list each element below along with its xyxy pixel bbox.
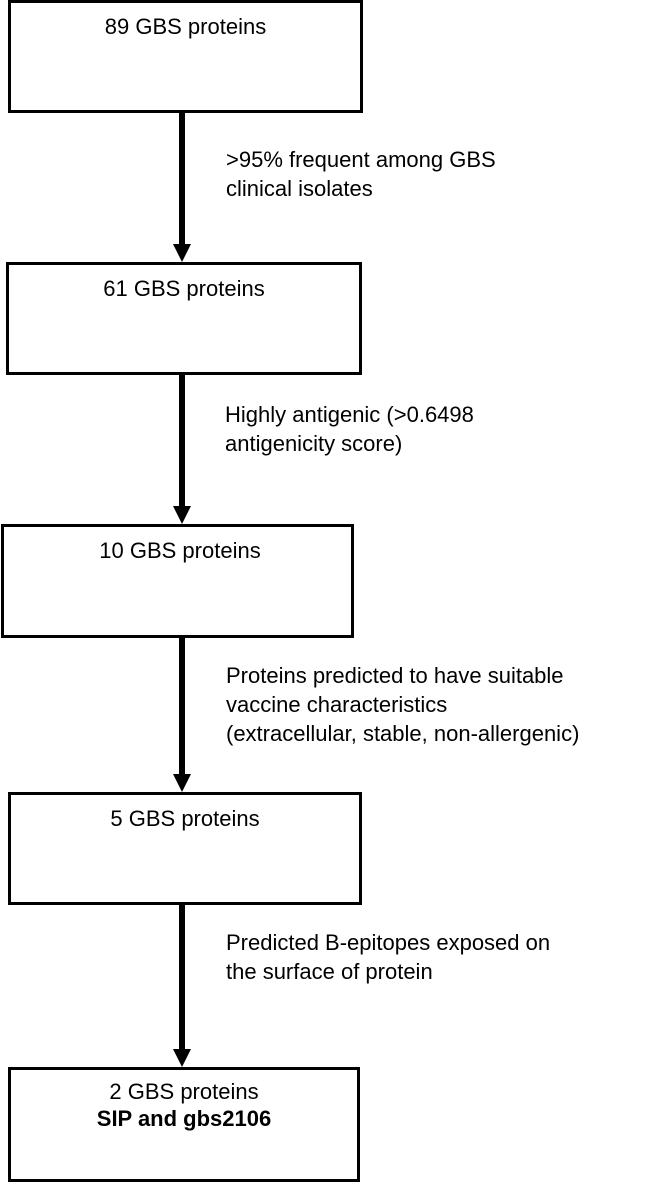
arrow-head-2 [173,506,191,524]
down-arrow-icon-3 [166,638,198,792]
flow-node-61-label: 61 GBS proteins [103,276,265,301]
flow-node-10-label: 10 GBS proteins [99,538,261,563]
flow-node-2-text-block: 2 GBS proteins SIP and gbs2106 [11,1078,357,1132]
arrow-shaft-4 [179,905,185,1049]
flow-node-89-label: 89 GBS proteins [104,14,267,39]
arrow-head-4 [173,1049,191,1067]
arrow-shaft-2 [179,375,185,506]
flow-node-61-gbs-proteins: 61 GBS proteins [6,262,362,375]
flow-node-5-label: 5 GBS proteins [110,806,260,831]
down-arrow-icon-1 [166,113,198,262]
edge-label-1: >95% frequent among GBS clinical isolate… [226,147,496,201]
arrow-shaft-1 [179,113,185,244]
edge-label-2: Highly antigenic (>0.6498 antigenicity s… [225,402,474,456]
flow-node-5-gbs-proteins: 5 GBS proteins [8,792,362,905]
arrow-shaft-3 [179,638,185,774]
flow-node-2-gbs-proteins: 2 GBS proteins SIP and gbs2106 [8,1067,360,1182]
flow-node-89-gbs-proteins: 89 GBS proteins [8,0,363,113]
flow-node-2-emphasis: SIP and gbs2106 [96,1106,272,1131]
arrow-head-1 [173,244,191,262]
flow-node-2-label: 2 GBS proteins [109,1079,259,1104]
down-arrow-icon-2 [166,375,198,524]
flow-node-10-gbs-proteins: 10 GBS proteins [1,524,354,638]
edge-label-4: Predicted B-epitopes exposed on the surf… [226,930,551,984]
down-arrow-icon-4 [166,905,198,1067]
edge-label-3: Proteins predicted to have suitable vacc… [226,663,580,746]
arrow-head-3 [173,774,191,792]
